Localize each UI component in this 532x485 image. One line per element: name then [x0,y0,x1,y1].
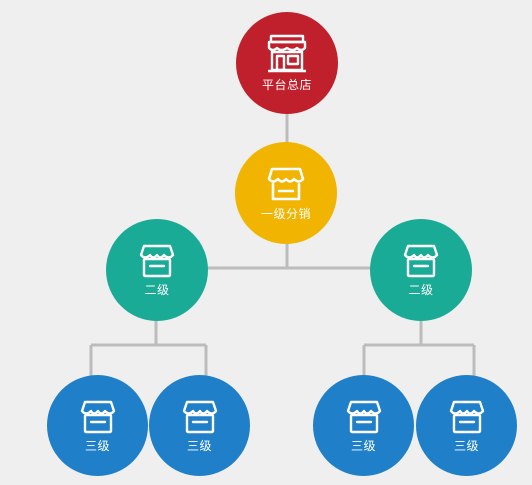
shop-icon [403,244,439,278]
shop-icon [182,400,217,433]
node-level1-distributor: 一级分销 [235,142,337,244]
node-level2-left: 二级 [106,219,208,321]
node-label: 一级分销 [260,207,311,221]
node-platform-store: 平台总店 [236,12,338,114]
node-label: 平台总店 [261,78,312,92]
node-label: 三级 [186,438,212,453]
node-level3-3: 三级 [313,375,414,476]
node-label: 三级 [350,438,376,453]
shop-icon [449,400,484,433]
node-label: 三级 [84,438,110,453]
shop-awning-icon [267,167,305,201]
node-label: 二级 [408,283,434,297]
shop-icon [346,400,381,433]
node-level2-right: 二级 [370,219,472,321]
storefront-icon [267,34,307,73]
node-level3-2: 三级 [149,375,250,476]
node-level3-4: 三级 [416,375,517,476]
node-level3-1: 三级 [47,375,148,476]
node-label: 二级 [144,283,170,297]
node-label: 三级 [453,438,479,453]
shop-icon [139,244,175,278]
shop-icon [80,400,115,433]
